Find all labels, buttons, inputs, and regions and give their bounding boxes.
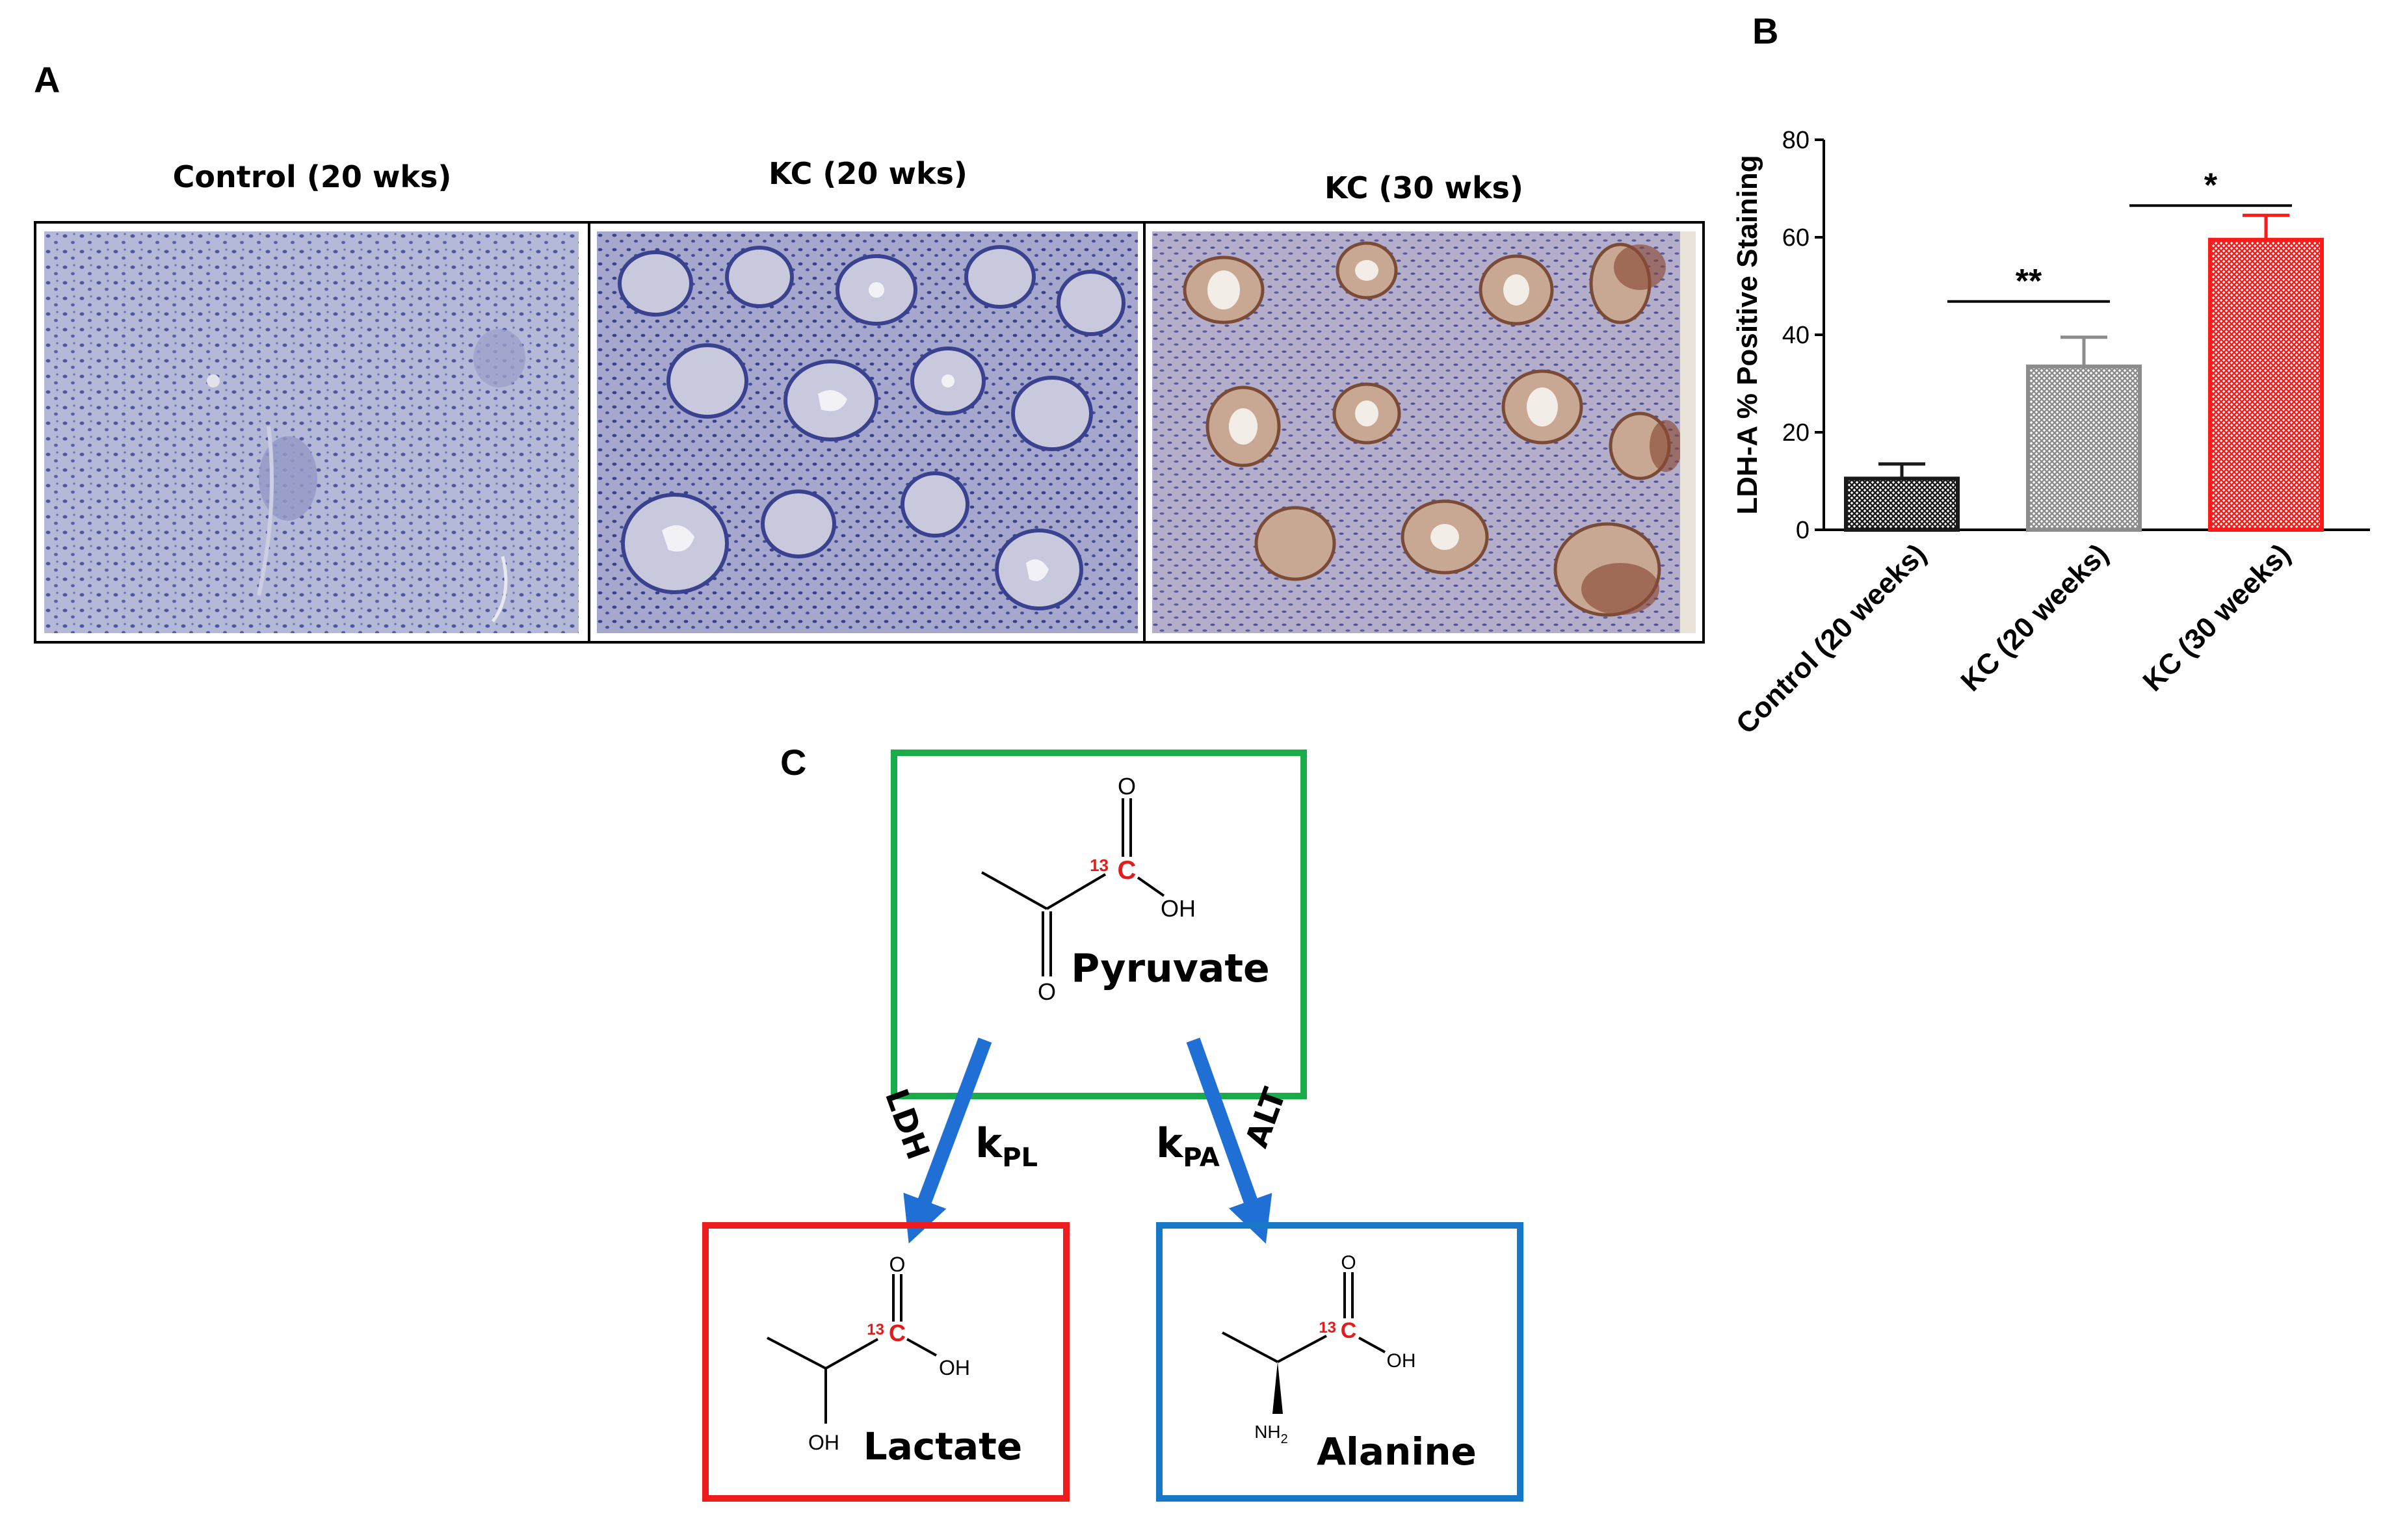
alanine-labeled-carbon: C [1341, 1318, 1357, 1343]
lactate-oh-bottom: OH [808, 1431, 839, 1454]
micrograph-kc-30wks [1152, 231, 1696, 633]
lactate-box [702, 1222, 1070, 1502]
pyruvate-label: Pyruvate [1071, 946, 1269, 991]
bar-1 [1844, 476, 1960, 532]
y-tick-label: 0 [1796, 517, 1810, 544]
pyruvate-o-top: O [1118, 773, 1136, 800]
lactate-oh: OH [939, 1356, 970, 1379]
alanine-box [1156, 1222, 1523, 1502]
pyruvate-o-keto: O [1038, 978, 1056, 1005]
alanine-nh2: NH2 [1254, 1422, 1288, 1446]
rate-kpl: kPL [975, 1119, 1038, 1173]
frame-divider [588, 221, 590, 644]
lactate-labeled-carbon: C [889, 1320, 906, 1346]
significance-marker: ** [2016, 263, 2042, 300]
lactate-o-top: O [889, 1253, 906, 1276]
lactate-isotope-mass: 13 [867, 1321, 884, 1338]
x-tick-label: Control (20 weeks) [1730, 538, 1932, 740]
x-tick-label: KC (30 weeks) [2137, 538, 2297, 698]
pyruvate-labeled-carbon: C [1118, 856, 1137, 885]
alanine-structure [1222, 1272, 1386, 1363]
alanine-oh: OH [1387, 1350, 1416, 1372]
significance-marker: * [2204, 166, 2218, 204]
y-tick-label: 20 [1782, 419, 1810, 447]
micrograph-control [44, 231, 579, 633]
lactate-structure [767, 1274, 937, 1424]
pyruvate-isotope-mass: 13 [1090, 855, 1109, 875]
y-tick-label: 80 [1782, 127, 1810, 154]
rate-kpa: kPA [1156, 1119, 1220, 1173]
pyruvate-box [891, 750, 1307, 1099]
frame-divider [1143, 221, 1146, 644]
bar-2 [2026, 364, 2142, 532]
panel-label-c: C [780, 742, 807, 783]
pyruvate-structure [981, 798, 1165, 976]
image-title-control: Control (20 wks) [172, 159, 452, 194]
pyruvate-oh: OH [1161, 895, 1196, 922]
panel-label-a: A [34, 59, 60, 100]
alanine-isotope-mass: 13 [1319, 1319, 1336, 1337]
alanine-label: Alanine [1317, 1429, 1477, 1474]
metabolic-pathway-diagram: O OH O 13 C Pyruvate LDH ALT kPL kPA O O… [650, 715, 1593, 1540]
y-axis-label: LDH-A % Positive Staining [1731, 155, 1763, 514]
bar-3 [2208, 237, 2324, 532]
y-tick-label: 60 [1782, 224, 1810, 252]
alanine-wedge-bond [1272, 1362, 1283, 1414]
pathway-canvas: O OH O 13 C Pyruvate LDH ALT kPL kPA O O… [702, 750, 1523, 1502]
micrograph-kc-20wks [597, 231, 1138, 633]
alt-arrow [1186, 1038, 1272, 1244]
image-title-kc30: KC (30 wks) [1324, 170, 1523, 205]
micrograph-frame [34, 221, 1705, 644]
x-tick-label: KC (20 weeks) [1955, 538, 2114, 698]
alanine-o-top: O [1341, 1252, 1356, 1273]
panel-label-b: B [1752, 10, 1779, 51]
ldh-arrow [903, 1038, 992, 1244]
y-tick-label: 40 [1782, 322, 1810, 349]
lactate-label: Lactate [863, 1424, 1022, 1468]
image-title-kc20: KC (20 wks) [769, 156, 968, 191]
